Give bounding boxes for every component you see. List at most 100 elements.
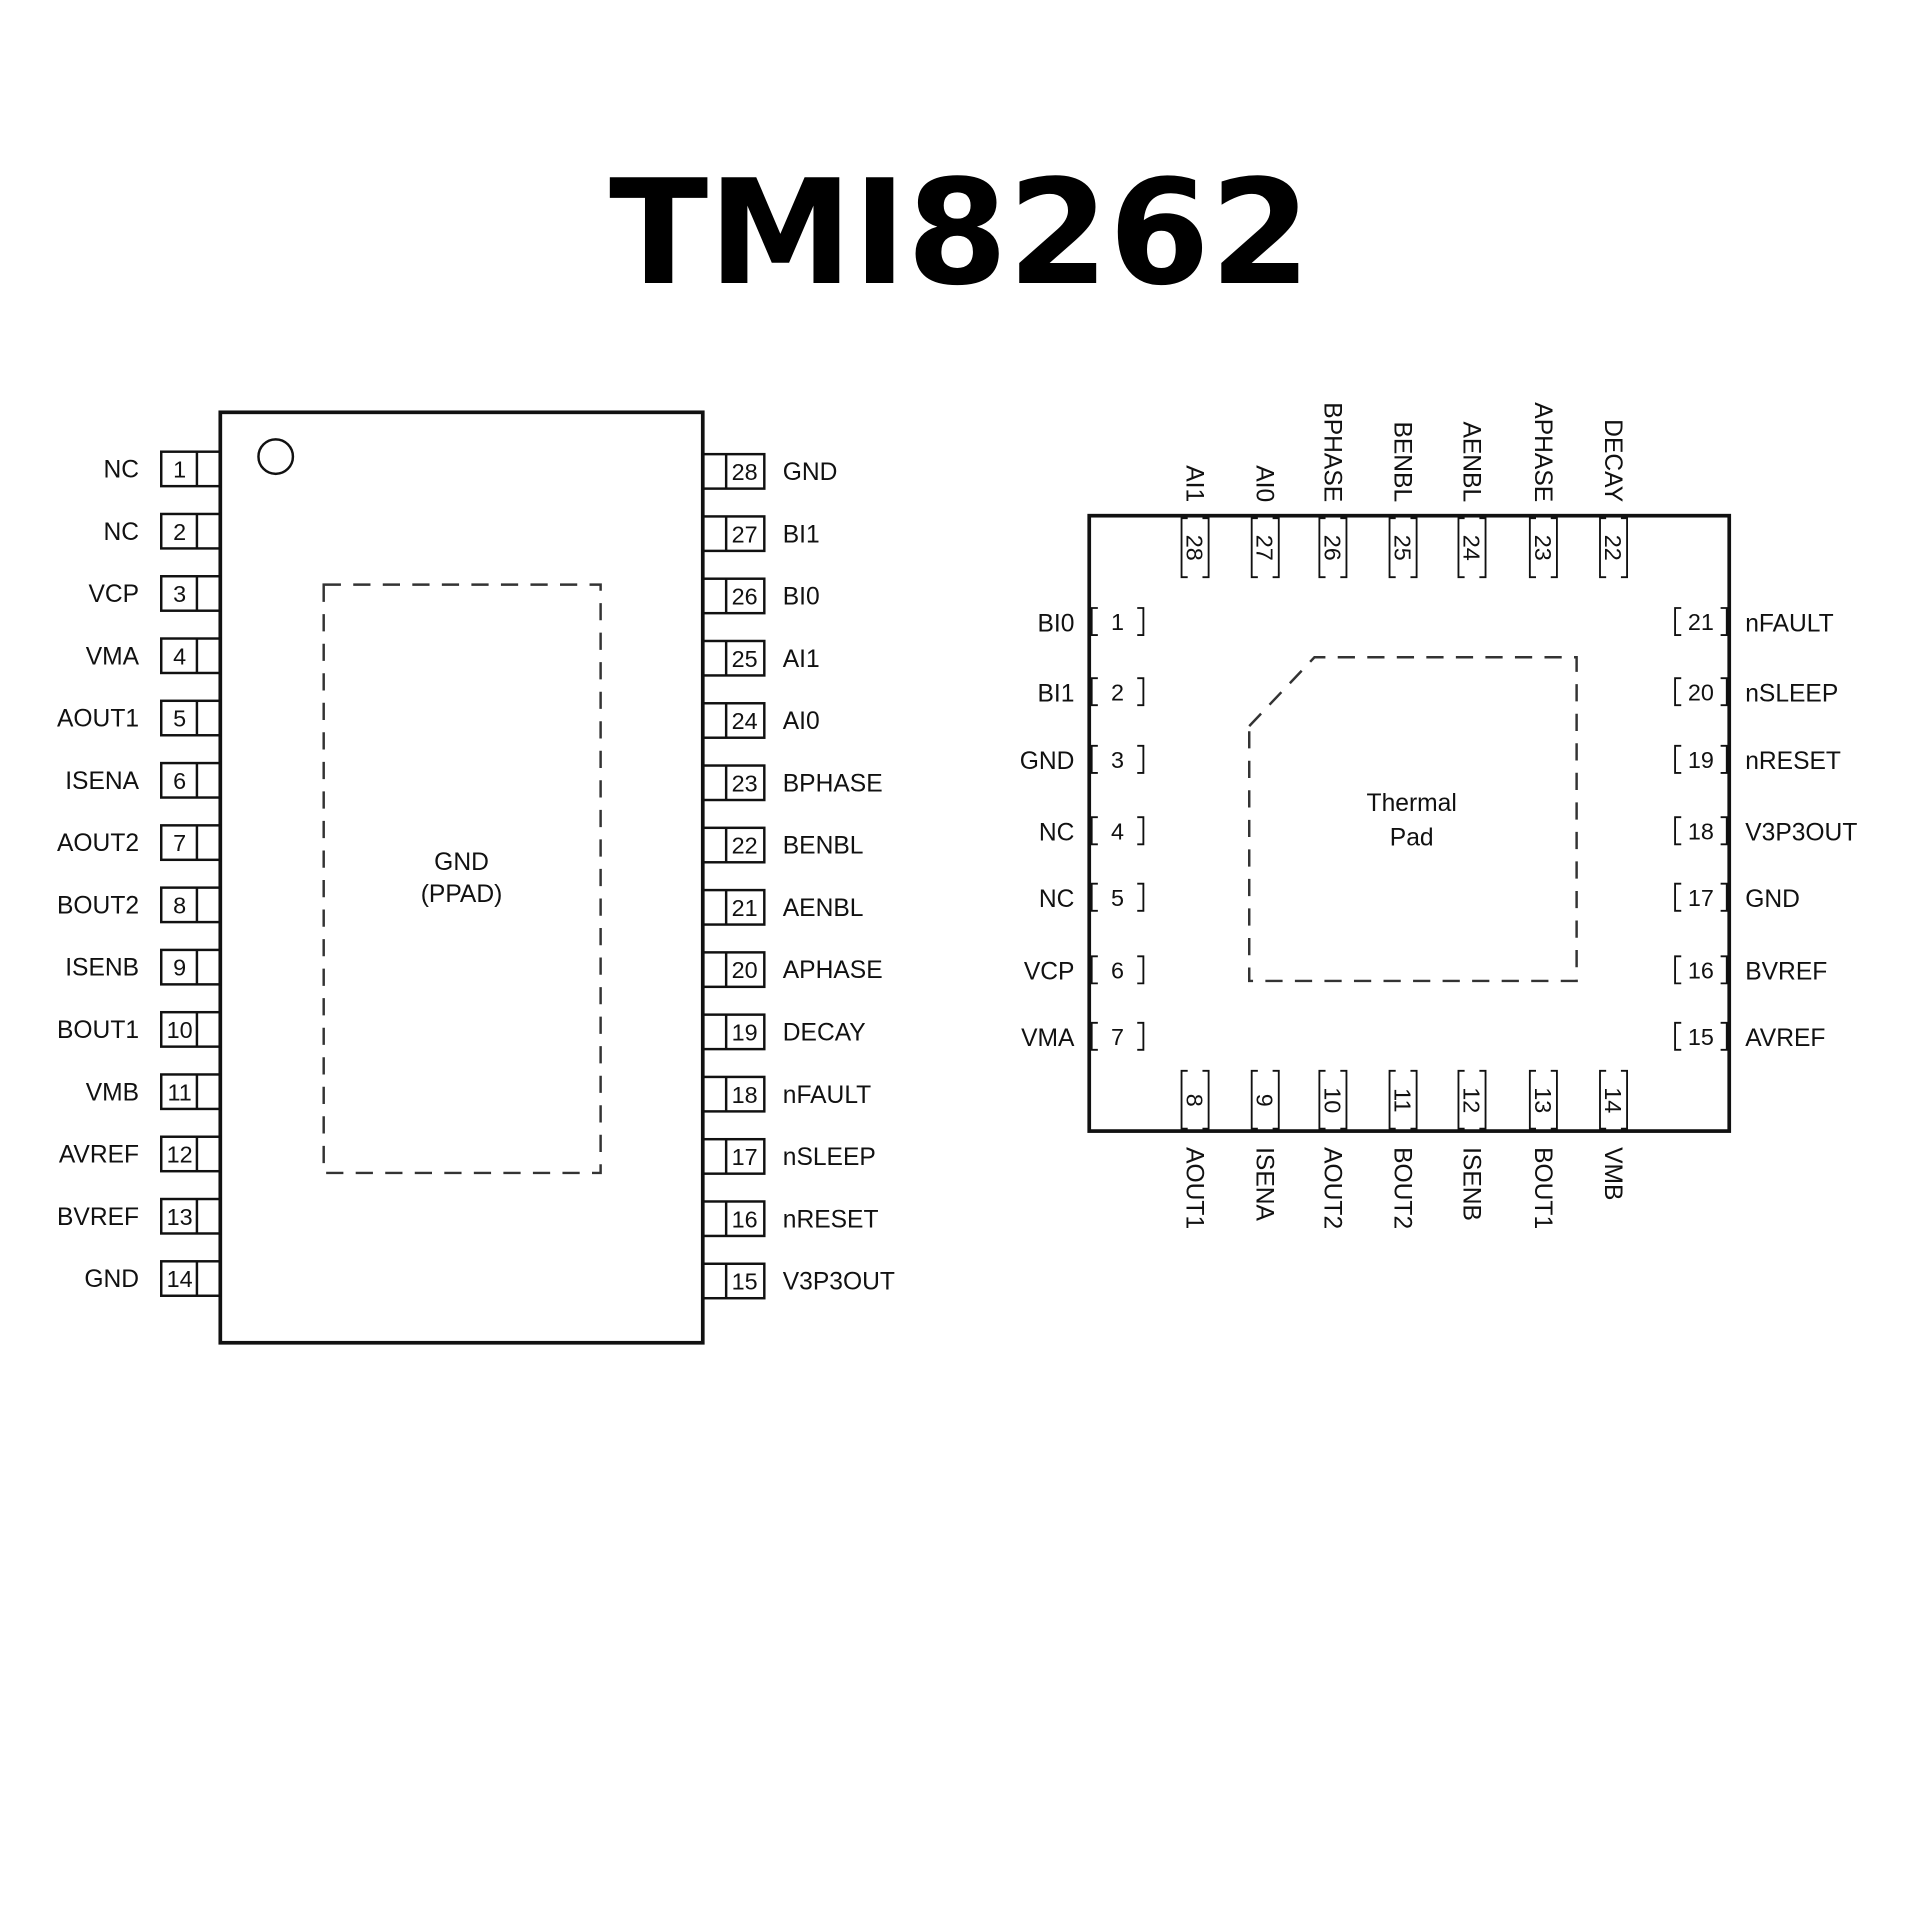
pin-number: 2: [1111, 679, 1124, 705]
pin-number: 3: [173, 581, 186, 607]
pin-pad: [1090, 677, 1145, 707]
pin-pad: [1090, 744, 1145, 774]
pin-box: [701, 764, 766, 802]
pin-name: NC: [104, 457, 140, 484]
pin-box: [701, 577, 766, 615]
pin-box: [160, 948, 222, 986]
pin-number: 6: [1111, 957, 1124, 983]
pin-name: VMA: [86, 643, 140, 670]
pin-name: nFAULT: [1745, 610, 1833, 637]
qfn-pin-5: 5NC: [1039, 882, 1145, 913]
pin-box: [160, 450, 222, 488]
pin-name: ISENA: [65, 768, 139, 795]
pin-name: V3P3OUT: [783, 1269, 895, 1296]
pin-name: AVREF: [59, 1142, 139, 1169]
pin-number: 22: [1600, 535, 1626, 561]
pin-number: 8: [173, 892, 186, 918]
pin-box: [701, 639, 766, 677]
pin-pad: [1674, 816, 1728, 846]
pin-name: AOUT1: [57, 706, 139, 733]
pin-number: 13: [167, 1204, 193, 1230]
pin-pad: [1674, 955, 1728, 985]
pin-number: 21: [732, 895, 758, 921]
pin-number: 7: [1111, 1024, 1124, 1050]
pin-number: 9: [173, 955, 186, 981]
tssop-pin-5: 5 AOUT1: [57, 699, 222, 737]
tssop-body: [218, 410, 705, 1345]
pin-number: 19: [1688, 747, 1714, 773]
pin-box: [160, 1073, 222, 1111]
pin-box: [160, 699, 222, 737]
pin-name: AENBL: [783, 895, 864, 922]
pin-number: 16: [1688, 957, 1714, 983]
pin-number: 18: [732, 1082, 758, 1108]
pin-box: [701, 702, 766, 739]
tssop-pad-sublabel: (PPAD): [421, 881, 503, 908]
pin-pad: [1528, 1069, 1558, 1130]
tssop-package: GND (PPAD) 1NC2NC3VCP4VMA5AOUT16ISENA7AO…: [57, 410, 895, 1345]
pin-number: 14: [167, 1266, 193, 1292]
pin-box: [701, 1075, 766, 1113]
pin-number: 10: [1319, 1087, 1345, 1113]
tssop-pin-3: 3 VCP: [88, 575, 222, 612]
pin-name: VCP: [88, 581, 139, 608]
tssop-pin-15: 15 V3P3OUT: [701, 1262, 895, 1300]
pin-pad: [1599, 517, 1628, 579]
pin-name: nSLEEP: [1745, 681, 1838, 708]
pin-number: 20: [1688, 679, 1714, 705]
qfn-package: Thermal Pad 1BI02BI13GND4NC5NC6VCP7VMA21…: [1020, 402, 1858, 1229]
pin-box: [701, 1137, 766, 1175]
pin-number: 5: [173, 706, 186, 732]
qfn-body: [1087, 513, 1732, 1133]
pin-box: [160, 637, 222, 675]
qfn-pin-20: 20 nSLEEP: [1674, 677, 1838, 708]
pin-box: [160, 1135, 222, 1173]
pin-name: V3P3OUT: [1745, 820, 1857, 847]
pin-name: NC: [104, 519, 140, 546]
pin-number: 25: [1389, 535, 1415, 561]
pin-number: 1: [173, 457, 186, 483]
pin-name: BOUT2: [1388, 1147, 1415, 1229]
pin-number: 26: [1319, 535, 1345, 561]
pin-pad: [1090, 816, 1145, 846]
pin-number: 26: [732, 584, 758, 610]
pin-box: [701, 452, 766, 490]
pin-name: NC: [1039, 820, 1075, 847]
tssop-thermal-pad: [322, 583, 602, 1175]
pin-name: AI0: [1251, 465, 1278, 502]
pin-name: GND: [1745, 886, 1800, 913]
pin-box: [160, 761, 222, 799]
pin-number: 8: [1181, 1094, 1207, 1107]
pin-number: 15: [1688, 1024, 1714, 1050]
pin-number: 16: [732, 1206, 758, 1232]
pin-pad: [1457, 517, 1487, 579]
pin-number: 21: [1688, 609, 1714, 635]
pin-pad: [1388, 1069, 1418, 1130]
pin-number: 6: [173, 768, 186, 794]
qfn-thermal-pad: [1248, 656, 1578, 983]
pin-number: 14: [1600, 1087, 1626, 1113]
pin-number: 15: [732, 1269, 758, 1295]
pin-box: [701, 515, 766, 553]
pin-box: [160, 1260, 222, 1297]
pin-number: 5: [1111, 885, 1124, 911]
pin-number: 24: [1458, 535, 1484, 561]
pin-name: AI1: [783, 646, 820, 673]
pin-number: 23: [1530, 535, 1556, 561]
